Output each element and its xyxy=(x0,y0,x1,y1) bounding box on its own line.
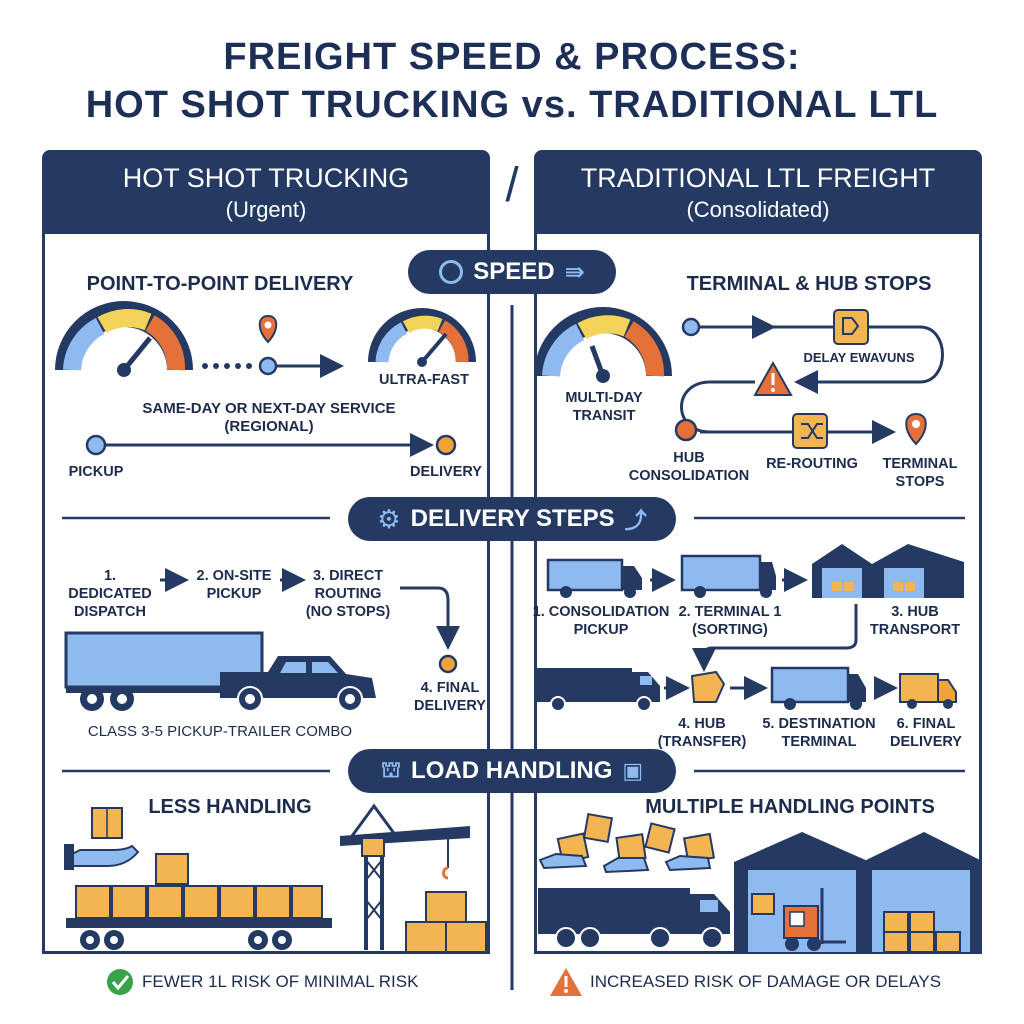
step-left-2-label-2: PICKUP xyxy=(206,586,262,602)
ultra-fast-label: ULTRA-FAST xyxy=(379,372,469,388)
vehicle-label: CLASS 3-5 PICKUP-TRAILER COMBO xyxy=(87,723,353,740)
service-label: SAME-DAY OR NEXT-DAY SERVICE xyxy=(142,400,396,417)
hub-consolidation-label: CONSOLIDATION xyxy=(628,468,750,484)
step-left-3-label-3: (NO STOPS) xyxy=(305,604,391,620)
step-left-3-label-2: ROUTING xyxy=(314,586,382,602)
left-header-title: HOT SHOT TRUCKING xyxy=(122,163,410,193)
speed-label: SPEED xyxy=(473,258,555,285)
warning-icon xyxy=(753,360,793,396)
section-pill-speed: SPEED ⇛ xyxy=(408,250,616,294)
warehouse-with-forklift-icon xyxy=(734,832,980,953)
route-steps-icon: ⤴ xyxy=(624,508,647,533)
box-icon: ▣ xyxy=(622,758,644,783)
delivery-steps-label: DELIVERY STEPS xyxy=(410,505,615,532)
speedometer-icon-left xyxy=(55,301,193,377)
semi-truck-icon xyxy=(538,888,730,949)
right-header-subtitle: (Consolidated) xyxy=(686,197,830,222)
load-handling-label: LOAD HANDLING xyxy=(411,757,613,784)
pickup-delivery-arrow xyxy=(85,433,457,457)
truck-icon-2 xyxy=(680,554,776,598)
flatbed-trailer-with-boxes xyxy=(66,853,332,950)
step-right-6-label: 6. FINAL xyxy=(896,716,956,732)
stacked-boxes-crane xyxy=(405,891,487,953)
terminal-hub-heading: TERMINAL & HUB STOPS xyxy=(686,273,932,295)
right-panel-frame xyxy=(534,234,982,954)
hand-with-box-icon-left xyxy=(64,807,140,870)
left-header-subtitle: (Urgent) xyxy=(225,197,307,222)
warehouse-icon-pair xyxy=(812,544,964,598)
delivery-label: DELIVERY xyxy=(410,464,482,480)
right-panel-header: TRADITIONAL LTL FREIGHT (Consolidated) xyxy=(534,150,982,234)
less-handling-heading: LESS HANDLING xyxy=(148,796,312,818)
step-right-1-label-2: PICKUP xyxy=(573,622,629,638)
pickup-label: PICKUP xyxy=(68,464,124,480)
step-left-1-label: DEDICATED xyxy=(68,586,152,602)
section-pill-load-handling: ⛫ LOAD HANDLING ▣ xyxy=(348,749,676,793)
step-right-2-label-2: (SORTING) xyxy=(692,622,768,638)
left-panel-frame xyxy=(42,234,490,954)
left-panel-header: HOT SHOT TRUCKING (Urgent) xyxy=(42,150,490,234)
crane-small-icon: ⛫ xyxy=(380,756,402,782)
speedometer-icon-right xyxy=(534,307,672,383)
hub-transfer-box-icon xyxy=(690,670,726,703)
section-pill-delivery-steps: ⚙ DELIVERY STEPS ⤴ xyxy=(348,497,676,541)
title-line-1: FREIGHT SPEED & PROCESS: xyxy=(223,36,801,78)
hands-passing-boxes-icon xyxy=(538,812,716,874)
re-routing-label: RE-ROUTING xyxy=(766,456,858,472)
step-left-1-number: 1. xyxy=(103,568,117,584)
clock-icon xyxy=(439,260,464,284)
multi-day-label: MULTI-DAY xyxy=(565,390,643,406)
pickup-trailer-truck-icon xyxy=(64,631,376,712)
left-footer-text: FEWER 1L RISK OF MINIMAL RISK xyxy=(142,972,419,991)
title-line-2: HOT SHOT TRUCKING vs. TRADITIONAL LTL xyxy=(85,84,939,126)
step-left-2-label: 2. ON-SITE xyxy=(196,568,272,584)
delay-label: DELAY EWAVUNS xyxy=(803,350,915,365)
delay-icon xyxy=(833,309,869,345)
truck-icon-3 xyxy=(536,668,660,712)
transit-label: TRANSIT xyxy=(572,408,636,424)
multiple-handling-heading: MULTIPLE HANDLING POINTS xyxy=(645,796,935,818)
step-right-2-label: 2. TERMINAL 1 xyxy=(678,604,782,620)
step-right-5-label: 5. DESTINATION xyxy=(762,716,876,732)
dotted-path-left xyxy=(202,354,344,378)
gear-icon: ⚙ xyxy=(377,503,401,534)
step-right-3-label-2: TRANSPORT xyxy=(869,622,961,638)
step-left-4-label-2: DELIVERY xyxy=(414,698,486,714)
step-right-1-label: 1. CONSOLIDATION xyxy=(532,604,670,620)
fast-arrow-icon: ⇛ xyxy=(564,258,585,286)
location-pin-icon-left xyxy=(258,314,278,344)
terminal-pin-icon xyxy=(905,412,927,446)
step-left-1-label-2: DISPATCH xyxy=(74,604,146,620)
check-icon xyxy=(107,969,133,995)
warning-footer-icon xyxy=(550,968,582,996)
right-header-title: TRADITIONAL LTL FREIGHT xyxy=(580,163,936,193)
step-left-4-label: 4. FINAL xyxy=(420,680,480,696)
final-delivery-dot xyxy=(438,654,458,674)
hub-label: HUB xyxy=(673,450,705,466)
point-to-point-heading: POINT-TO-POINT DELIVERY xyxy=(86,273,354,295)
hub-consolidation-pin-icon xyxy=(674,418,698,442)
terminal-label: TERMINAL xyxy=(882,456,958,472)
forklift-icon xyxy=(783,888,846,951)
header-divider-slash: / xyxy=(505,159,519,212)
terminal-stops-label: STOPS xyxy=(895,474,945,490)
step-right-5-label-2: TERMINAL xyxy=(781,734,857,750)
crane-icon xyxy=(340,803,470,950)
service-sub-label: (REGIONAL) xyxy=(224,418,314,435)
truck-icon-4 xyxy=(770,666,866,710)
step-right-4-label-2: (TRANSFER) xyxy=(657,734,747,750)
step-right-6-label-2: DELIVERY xyxy=(890,734,962,750)
step-right-3-label: 3. HUB xyxy=(891,604,939,620)
step-right-4-label: 4. HUB xyxy=(678,716,726,732)
step-left-3-label: 3. DIRECT xyxy=(312,568,384,584)
speedometer-icon-ultra-fast xyxy=(368,308,476,367)
truck-icon-1 xyxy=(546,558,642,598)
delivery-van-icon xyxy=(899,673,957,709)
re-routing-icon xyxy=(792,413,828,449)
right-footer-text: INCREASED RISK OF DAMAGE OR DELAYS xyxy=(590,972,942,991)
